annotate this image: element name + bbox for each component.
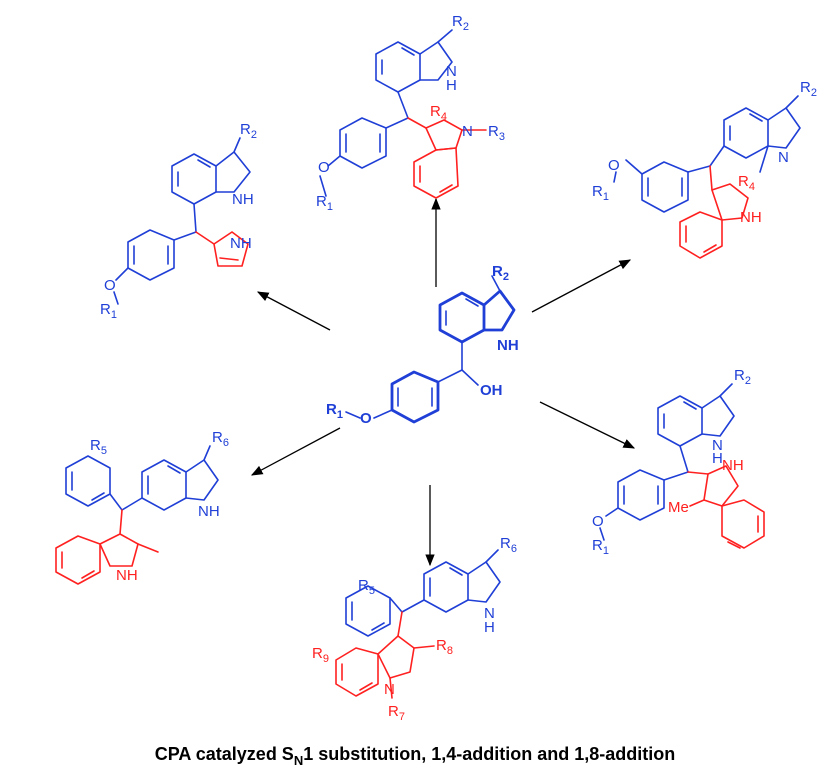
bot-h-label: H (484, 619, 495, 636)
tl-pyrrole-nh-label: NH (230, 235, 252, 252)
product-top-left (113, 137, 251, 305)
top-r2-label: R2 (452, 13, 469, 33)
bot-n-label: N (484, 605, 495, 622)
tr-indole-nh-label: NH (740, 209, 762, 226)
center-o-label: O (360, 410, 372, 427)
product-bottom (335, 549, 501, 699)
bot-r6-label: R6 (500, 535, 517, 555)
top-n-label: N (462, 123, 473, 140)
top-nh-label: N (446, 63, 457, 80)
tr-r1-label: R1 (592, 183, 609, 203)
center-oh-label: OH (480, 382, 503, 399)
product-top-right (613, 95, 801, 259)
top-r3-label: R3 (488, 123, 505, 143)
scheme-caption: CPA catalyzed SN1 substitution, 1,4-addi… (155, 744, 675, 768)
top-r4-label: R4 (430, 103, 447, 123)
br-me-label: Me (668, 499, 689, 516)
arrow-top-right (531, 259, 632, 313)
bot-r5-label: R5 (358, 577, 375, 597)
bl-indole-nh-label: NH (116, 567, 138, 584)
top-h-label: H (446, 77, 457, 94)
starting-material (345, 275, 516, 424)
product-bottom-right (599, 383, 765, 549)
bl-r6-label: R6 (212, 429, 229, 449)
bot-r7-label: R7 (388, 703, 405, 723)
bot-r9-label: R9 (312, 645, 329, 665)
tl-o-label: O (104, 277, 116, 294)
arrow-bottom-left (250, 427, 341, 476)
br-indole-nh-label: NH (722, 457, 744, 474)
top-r1-label: R1 (316, 193, 333, 213)
br-o-label: O (592, 513, 604, 530)
bot-n7-label: N (384, 681, 395, 698)
center-nh-label: NH (497, 337, 519, 354)
top-o-label: O (318, 159, 330, 176)
br-r1-label: R1 (592, 537, 609, 557)
arrow-bottom-right (539, 401, 636, 449)
bl-r5-label: R5 (90, 437, 107, 457)
tl-r2-label: R2 (240, 121, 257, 141)
tr-n-label: N (778, 149, 789, 166)
br-n-label: N (712, 437, 723, 454)
tr-r4-label: R4 (738, 173, 755, 193)
bl-nh-label: NH (198, 503, 220, 520)
center-r2-label: R2 (492, 263, 509, 283)
tl-nh-label: NH (232, 191, 254, 208)
tl-r1-label: R1 (100, 301, 117, 321)
arrow-top-left (256, 291, 331, 331)
product-bottom-left (55, 445, 219, 585)
tr-r2-label: R2 (800, 79, 817, 99)
tr-o-label: O (608, 157, 620, 174)
br-r2-label: R2 (734, 367, 751, 387)
product-top (319, 29, 487, 199)
center-r1-label: R1 (326, 401, 343, 421)
bot-r8-label: R8 (436, 637, 453, 657)
br-h-label: H (712, 450, 723, 467)
